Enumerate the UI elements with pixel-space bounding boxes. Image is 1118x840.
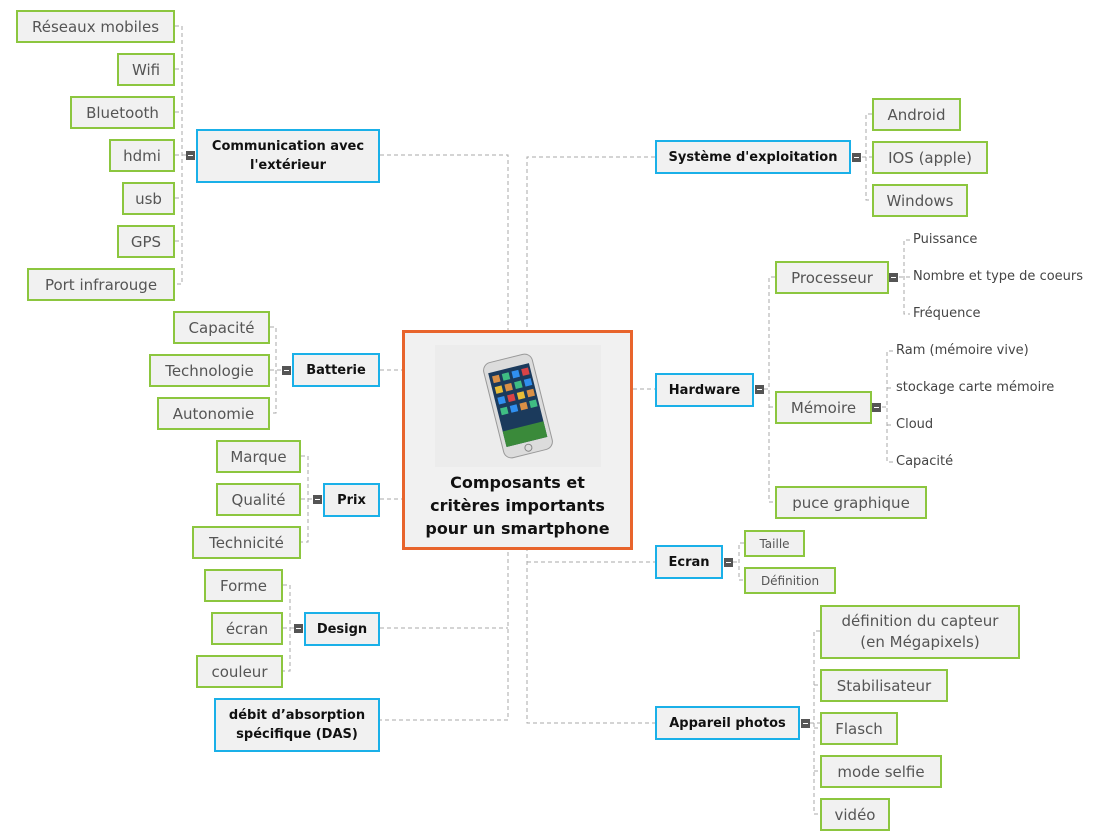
topic-communication[interactable]: Communication avec l'extérieur <box>196 129 380 183</box>
collapse-toggle[interactable] <box>801 719 810 728</box>
subtopic-label: Mémoire <box>790 398 857 417</box>
subtopic-label: Android <box>887 105 946 124</box>
subtopic[interactable]: Qualité <box>216 483 301 516</box>
subtopic-label: Autonomie <box>172 404 255 423</box>
subtopic[interactable]: Définition <box>744 567 836 594</box>
subtopic-label: Bluetooth <box>86 103 159 122</box>
detail-item[interactable]: Puissance <box>913 232 978 247</box>
subtopic-label: écran <box>225 619 269 638</box>
subtopic[interactable]: Forme <box>204 569 283 602</box>
subtopic[interactable]: Bluetooth <box>70 96 175 129</box>
subtopic[interactable]: Windows <box>872 184 968 217</box>
subtopic[interactable]: mode selfie <box>820 755 942 788</box>
topic-photos[interactable]: Appareil photos <box>655 706 800 740</box>
topic-label: Design <box>316 621 368 637</box>
detail-item[interactable]: Fréquence <box>913 306 981 321</box>
topic-label: Appareil photos <box>669 715 786 731</box>
collapse-toggle[interactable] <box>852 153 861 162</box>
subtopic-label: Technologie <box>165 361 254 380</box>
detail-item[interactable]: Capacité <box>896 454 954 469</box>
topic-label: Système d'exploitation <box>668 149 838 165</box>
subtopic[interactable]: Android <box>872 98 961 131</box>
collapse-toggle[interactable] <box>186 151 195 160</box>
subtopic-memoire[interactable]: Mémoire <box>775 391 872 424</box>
detail-item[interactable]: Ram (mémoire vive) <box>896 343 1029 358</box>
topic-ecran[interactable]: Ecran <box>655 545 723 579</box>
subtopic[interactable]: couleur <box>196 655 283 688</box>
topic-hardware[interactable]: Hardware <box>655 373 754 407</box>
subtopic-processeur[interactable]: Processeur <box>775 261 889 294</box>
topic-label: Hardware <box>668 382 741 398</box>
subtopic-label: Marque <box>230 447 287 466</box>
topic-label: débit d’absorption spécifique (DAS) <box>228 708 366 742</box>
subtopic[interactable]: écran <box>211 612 283 645</box>
detail-item[interactable]: stockage carte mémoire <box>896 380 1055 395</box>
subtopic-label: Réseaux mobiles <box>31 17 160 36</box>
subtopic[interactable]: Réseaux mobiles <box>16 10 175 43</box>
collapse-toggle[interactable] <box>294 624 303 633</box>
subtopic[interactable]: GPS <box>117 225 175 258</box>
subtopic[interactable]: Flasch <box>820 712 898 745</box>
topic-systeme[interactable]: Système d'exploitation <box>655 140 851 174</box>
subtopic-label: Définition <box>760 573 820 588</box>
subtopic[interactable]: IOS (apple) <box>872 141 988 174</box>
topic-design[interactable]: Design <box>304 612 380 646</box>
subtopic-label: Technicité <box>209 533 284 552</box>
detail-item[interactable]: Cloud <box>896 417 934 432</box>
topic-label: Batterie <box>306 362 366 378</box>
subtopic-label: vidéo <box>834 805 876 824</box>
subtopic[interactable]: usb <box>122 182 175 215</box>
collapse-toggle[interactable] <box>724 558 733 567</box>
subtopic-label: mode selfie <box>837 762 925 781</box>
collapse-toggle[interactable] <box>872 403 881 412</box>
central-topic[interactable]: Composants et critères importants pour u… <box>402 330 633 550</box>
subtopic-label: Stabilisateur <box>836 676 932 695</box>
subtopic-label: hdmi <box>123 146 161 165</box>
subtopic-label: Flasch <box>835 719 883 738</box>
collapse-toggle[interactable] <box>889 273 898 282</box>
topic-label: Communication avec l'extérieur <box>211 139 365 173</box>
subtopic-label: Forme <box>219 576 267 595</box>
subtopic-label: Processeur <box>791 268 873 287</box>
central-title-line: critères importants <box>430 496 605 515</box>
subtopic-label: définition du capteur (en Mégapixels) <box>841 612 999 651</box>
topic-label: Prix <box>337 492 366 508</box>
subtopic[interactable]: Marque <box>216 440 301 473</box>
subtopic[interactable]: Wifi <box>117 53 175 86</box>
subtopic[interactable]: Port infrarouge <box>27 268 175 301</box>
subtopic-puce[interactable]: puce graphique <box>775 486 927 519</box>
collapse-toggle[interactable] <box>313 495 322 504</box>
subtopic[interactable]: Taille <box>744 530 805 557</box>
detail-item[interactable]: Nombre et type de coeurs <box>913 269 1084 284</box>
collapse-toggle[interactable] <box>282 366 291 375</box>
topic-batterie[interactable]: Batterie <box>292 353 380 387</box>
collapse-toggle[interactable] <box>755 385 764 394</box>
topic-label: Ecran <box>668 554 710 570</box>
subtopic-label: usb <box>135 189 162 208</box>
subtopic-label: IOS (apple) <box>888 148 972 167</box>
smartphone-image <box>435 345 601 467</box>
subtopic[interactable]: Capacité <box>173 311 270 344</box>
subtopic-label: Capacité <box>188 318 255 337</box>
subtopic-label: Taille <box>759 536 790 551</box>
subtopic-label: Port infrarouge <box>44 275 158 294</box>
subtopic[interactable]: Autonomie <box>157 397 270 430</box>
subtopic[interactable]: Technicité <box>192 526 301 559</box>
subtopic-label: puce graphique <box>792 493 910 512</box>
subtopic-label: Windows <box>886 191 954 210</box>
subtopic[interactable]: Stabilisateur <box>820 669 948 702</box>
central-title: Composants et critères importants pour u… <box>405 471 630 540</box>
subtopic[interactable]: Technologie <box>149 354 270 387</box>
subtopic-label: GPS <box>130 232 162 251</box>
central-title-line: pour un smartphone <box>425 519 610 538</box>
subtopic-label: Wifi <box>131 60 161 79</box>
subtopic[interactable]: hdmi <box>109 139 175 172</box>
central-title-line: Composants et <box>450 473 585 492</box>
subtopic-label: couleur <box>211 662 268 681</box>
topic-prix[interactable]: Prix <box>323 483 380 517</box>
topic-das[interactable]: débit d’absorption spécifique (DAS) <box>214 698 380 752</box>
subtopic[interactable]: vidéo <box>820 798 890 831</box>
subtopic[interactable]: définition du capteur (en Mégapixels) <box>820 605 1020 659</box>
subtopic-label: Qualité <box>231 490 286 509</box>
